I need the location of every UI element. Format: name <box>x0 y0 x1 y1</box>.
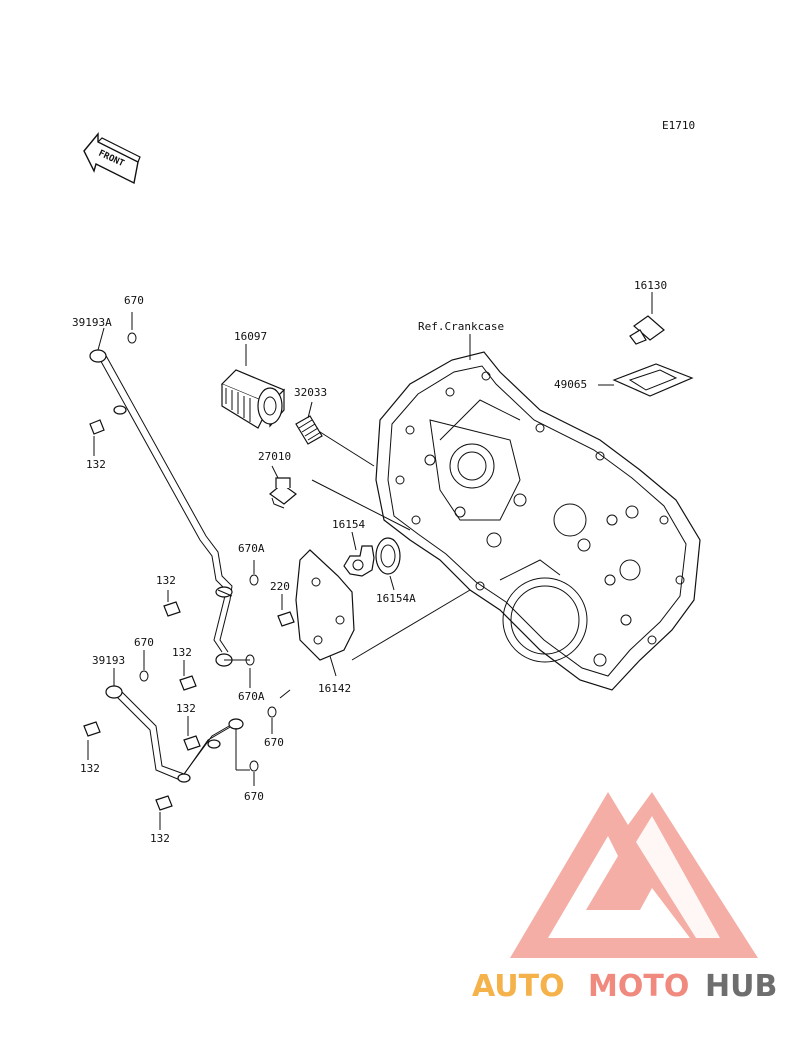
leader-lines <box>87 292 653 830</box>
oil-pump-rotors <box>343 537 401 577</box>
callout-16154: 16154 <box>332 518 365 531</box>
callout-220: 220 <box>270 580 290 593</box>
diagram-code: E1710 <box>662 119 695 132</box>
callout-132-e: 132 <box>80 762 100 775</box>
callout-670-b: 670 <box>264 736 284 749</box>
watermark-auto: AUTO <box>472 969 565 1004</box>
callout-670-c: 670 <box>244 790 264 803</box>
callout-132-c: 132 <box>172 646 192 659</box>
oil-pipe-upper <box>89 349 233 667</box>
oil-filter <box>220 369 286 429</box>
callout-49065: 49065 <box>554 378 587 391</box>
oil-pressure-switch <box>269 477 297 509</box>
callout-39193a: 39193A <box>72 316 112 329</box>
label-plate-49065 <box>612 363 694 397</box>
callout-27010: 27010 <box>258 450 291 463</box>
bolt-icons <box>83 419 295 811</box>
callout-39193: 39193 <box>92 654 125 667</box>
callout-670-mid: 670 <box>134 636 154 649</box>
front-arrow-icon: FRONT <box>83 132 141 185</box>
watermark-logo <box>510 792 758 958</box>
callout-670a-b: 670A <box>238 690 265 703</box>
ref-crankcase-label: Ref.Crankcase <box>418 320 504 333</box>
callout-labels: 670 39193A 16097 32033 132 27010 16154 1… <box>72 279 667 845</box>
watermark-hub: HUB <box>705 969 777 1004</box>
callout-670a-a: 670A <box>238 542 265 555</box>
callout-16097: 16097 <box>234 330 267 343</box>
oil-spring <box>295 415 323 445</box>
callout-132-d: 132 <box>176 702 196 715</box>
watermark-moto: MOTO <box>588 969 689 1004</box>
sensor-16130 <box>629 315 665 345</box>
callout-16130: 16130 <box>634 279 667 292</box>
callout-670-top: 670 <box>124 294 144 307</box>
callout-132-a: 132 <box>86 458 106 471</box>
callout-16142: 16142 <box>318 682 351 695</box>
callout-132-f: 132 <box>150 832 170 845</box>
oil-pipe-lower <box>105 685 244 783</box>
callout-32033: 32033 <box>294 386 327 399</box>
callout-132-b: 132 <box>156 574 176 587</box>
oil-pump-cover <box>295 549 355 661</box>
crankcase-cover <box>375 351 701 691</box>
callout-16154a: 16154A <box>376 592 416 605</box>
